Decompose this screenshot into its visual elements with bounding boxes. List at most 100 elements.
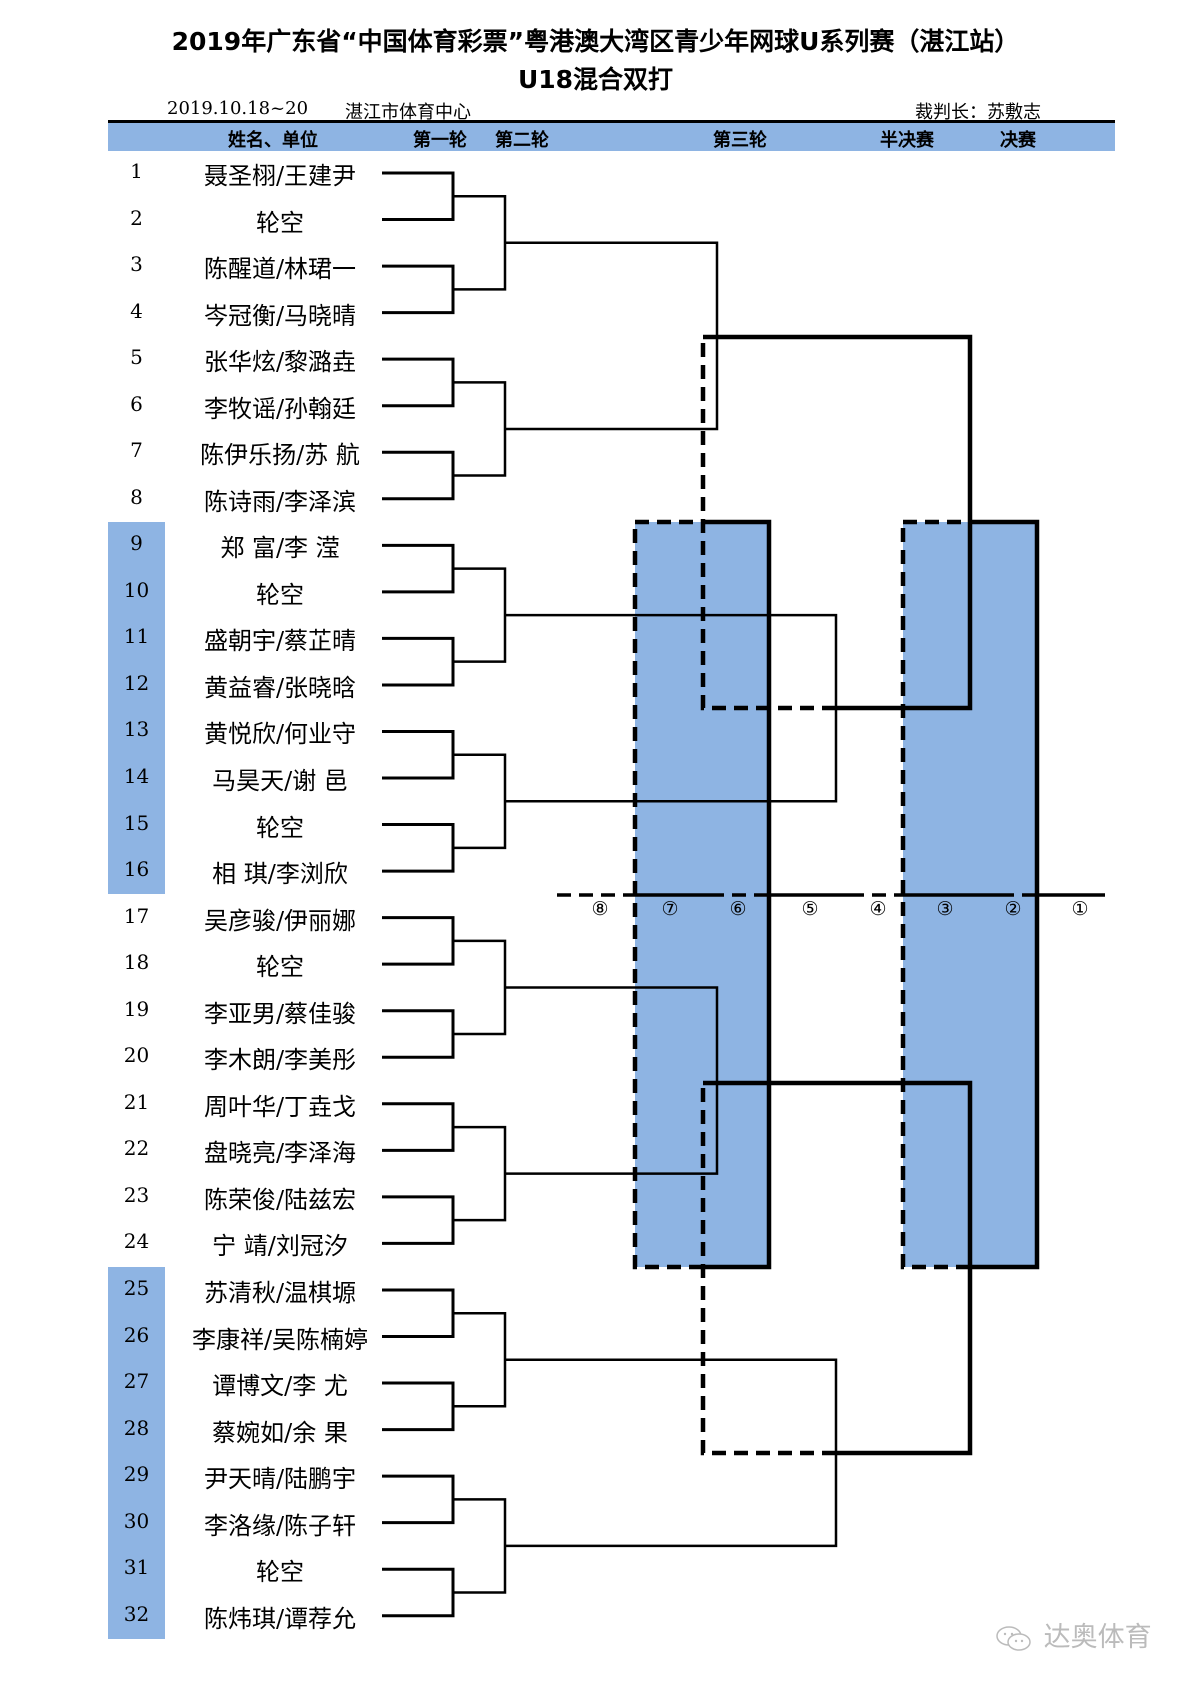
round2-match: [453, 567, 507, 663]
court-marker: ②: [1004, 898, 1022, 920]
tournament-title: 2019年广东省“中国体育彩票”粤港澳大湾区青少年网球U系列赛（湛江站）: [171, 27, 1020, 56]
entry-number: 3: [130, 252, 143, 277]
court-marker: ①: [1071, 898, 1089, 920]
round2-match: [453, 753, 507, 850]
entry-number: 14: [123, 764, 150, 789]
round2-match: [453, 1498, 507, 1594]
final-frame-solid: [703, 519, 772, 1270]
entry-name: 李牧谣/孙翰廷: [203, 394, 357, 423]
entry-number: 27: [123, 1369, 150, 1394]
round1-match: [382, 171, 455, 222]
entry-number: 8: [130, 484, 143, 509]
entry-name: 李木朗/李美彤: [203, 1046, 357, 1075]
round1-match: [382, 1474, 455, 1525]
entry-number: 9: [130, 531, 143, 556]
entry-name: 张华炫/黎潞垚: [203, 348, 357, 377]
seed-band: [108, 1266, 165, 1639]
entry-name: 马昊天/谢 邑: [212, 767, 348, 796]
round1-match: [382, 636, 455, 687]
entry-name: 陈炜琪/谭荐允: [203, 1604, 357, 1633]
col-name-unit: 姓名、单位: [228, 130, 318, 151]
entry-name: 盘晓亮/李泽海: [203, 1139, 357, 1168]
entry-number: 13: [123, 717, 150, 742]
entry-name: 轮空: [256, 580, 304, 609]
round1-match: [382, 1102, 455, 1152]
entry-name: 黄益睿/张晓晗: [203, 673, 357, 702]
entry-name: 吴彦骏/伊丽娜: [203, 906, 357, 935]
entry-number: 16: [123, 857, 150, 882]
col-round1: 第一轮: [413, 130, 467, 151]
round2-match: [453, 195, 507, 291]
entry-number: 4: [130, 298, 143, 323]
court-marker: ⑥: [729, 898, 747, 920]
entry-number: 7: [130, 438, 143, 463]
entry-number: 17: [123, 903, 150, 928]
event-date: 2019.10.18~20: [167, 98, 309, 119]
entry-name: 宁 靖/刘冠汐: [212, 1232, 348, 1261]
round1-match: [382, 357, 455, 408]
court-marker: ③: [936, 898, 954, 920]
entry-name: 陈荣俊/陆兹宏: [203, 1185, 357, 1214]
round1-match: [382, 1195, 455, 1245]
entry-name: 尹天晴/陆鹏宇: [203, 1465, 357, 1494]
entry-number: 22: [123, 1136, 150, 1161]
col-round2: 第二轮: [495, 130, 549, 151]
entry-name: 陈诗雨/李泽滨: [203, 487, 357, 516]
header-rule: [108, 120, 1115, 123]
entry-name: 李洛缘/陈子轩: [203, 1511, 357, 1540]
round1-match: [382, 1381, 455, 1432]
entry-number: 10: [123, 577, 150, 602]
entry-name: 盛朝宇/蔡芷晴: [203, 627, 357, 656]
round1-match: [382, 1009, 455, 1059]
entry-name: 轮空: [256, 813, 304, 842]
entry-number: 11: [123, 624, 150, 649]
round1-match: [382, 823, 455, 873]
entry-number: 23: [123, 1182, 150, 1207]
entry-number: 1: [130, 159, 143, 183]
final-box-dashed: [900, 522, 970, 1270]
court-marker: ④: [869, 898, 887, 920]
event-venue: 湛江市体育中心: [345, 102, 471, 123]
entry-number: 30: [123, 1508, 150, 1533]
semifinal-lower-dashed: [700, 1083, 836, 1456]
final-frame-dashed: [632, 522, 703, 1270]
court-marker: ⑤: [801, 898, 819, 920]
entry-name: 陈伊乐扬/苏 航: [200, 441, 360, 470]
entry-number: 20: [123, 1043, 150, 1068]
entry-number: 26: [123, 1322, 150, 1347]
watermark-text: 达奥体育: [1043, 1622, 1152, 1653]
referee: 裁判长：苏敷志: [915, 102, 1041, 123]
event-title: U18混合双打: [517, 65, 674, 94]
entry-number: 5: [130, 345, 143, 370]
round2-match: [453, 939, 507, 1036]
entry-name: 轮空: [256, 1558, 304, 1587]
entry-number: 29: [123, 1462, 150, 1487]
entry-name: 岑冠衡/马晓晴: [203, 301, 357, 330]
round1-match: [382, 264, 455, 315]
semifinal-upper-dashed: [700, 337, 836, 711]
col-final: 决赛: [1000, 130, 1036, 151]
round1-match: [382, 450, 455, 501]
entry-number: 18: [123, 950, 150, 975]
entry-name: 郑 富/李 滢: [220, 534, 340, 563]
round3-match: [505, 241, 719, 431]
entry-name: 苏清秋/温棋塬: [203, 1278, 357, 1307]
court-marker: ⑦: [661, 898, 679, 920]
round2-match: [453, 1125, 507, 1222]
round1-match: [382, 1567, 455, 1618]
entry-name: 聂圣栩/王建尹: [203, 162, 357, 190]
entry-name: 轮空: [256, 208, 304, 237]
round1-match: [382, 916, 455, 966]
entry-number: 19: [123, 996, 150, 1021]
entry-name: 周叶华/丁垚戈: [203, 1092, 357, 1121]
seed-band: [108, 522, 165, 895]
entry-number: 15: [123, 810, 150, 835]
entry-name: 蔡婉如/余 果: [212, 1418, 348, 1447]
round1-match: [382, 729, 455, 780]
entry-name: 相 琪/李浏欣: [212, 860, 348, 889]
entry-name: 轮空: [256, 953, 304, 982]
entry-name: 李亚男/蔡佳骏: [203, 999, 357, 1028]
round2-match: [453, 1311, 507, 1408]
watermark: 达奥体育: [995, 1615, 1152, 1654]
col-semifinal: 半决赛: [880, 130, 934, 151]
